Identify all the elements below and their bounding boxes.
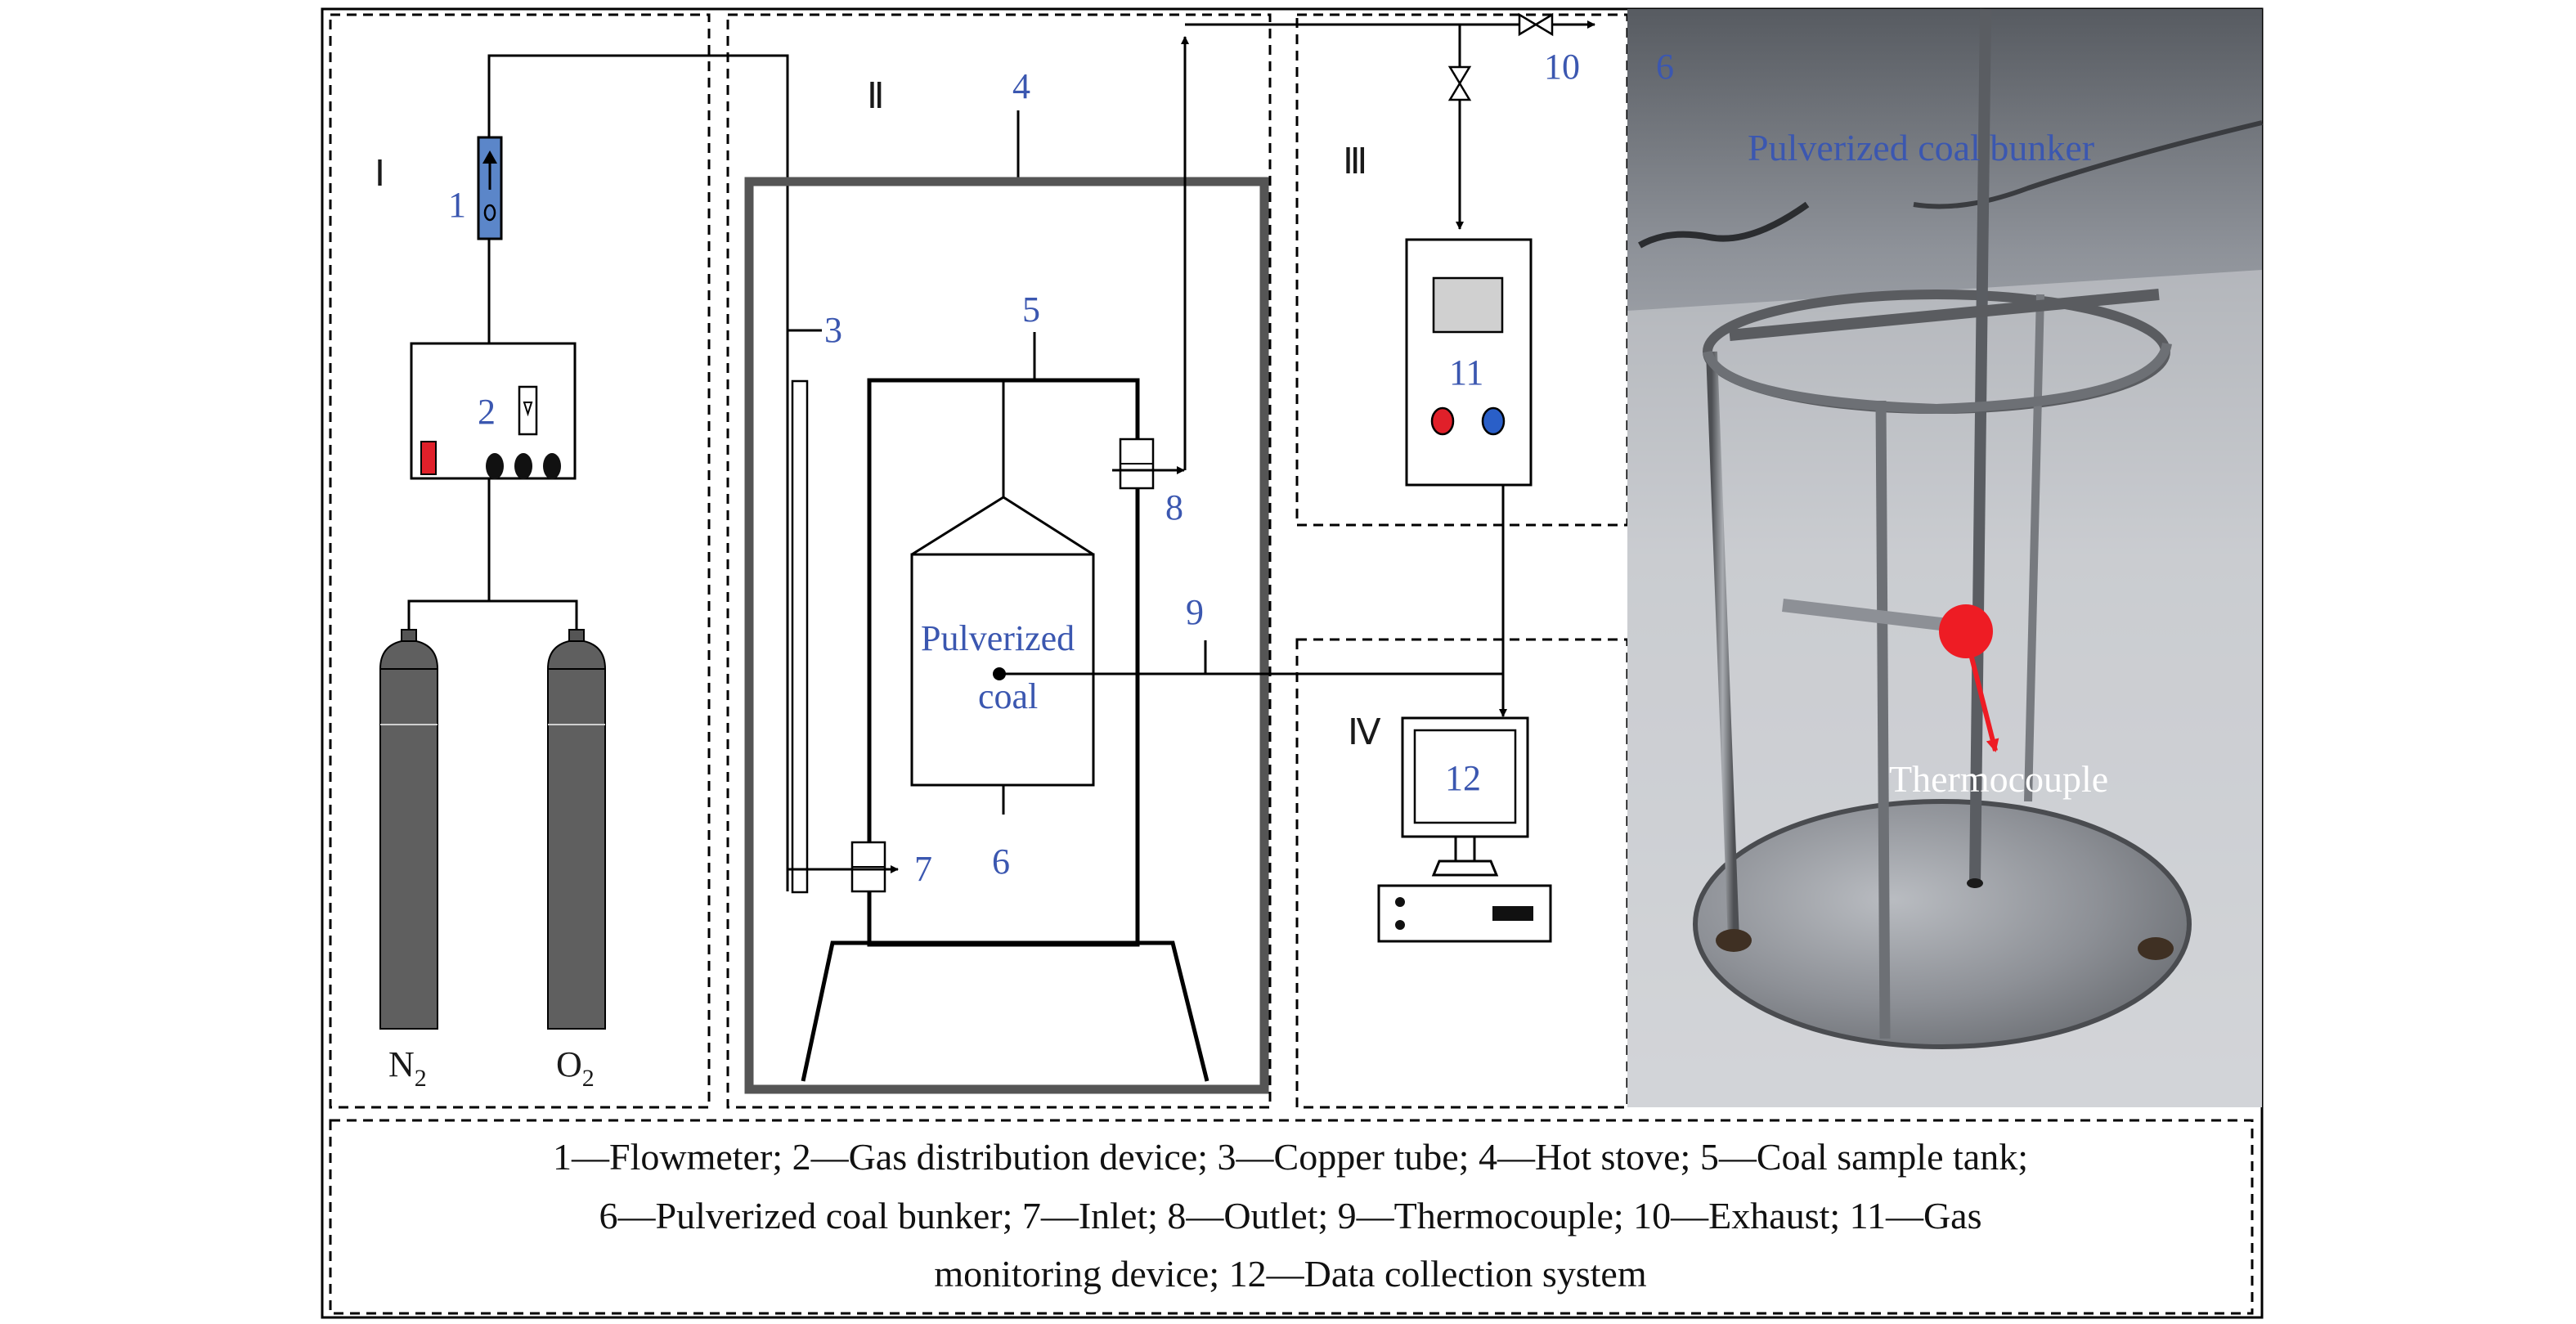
data-collection-computer: [1377, 716, 1552, 943]
outlet-8: [1112, 438, 1185, 490]
copper-tube: [791, 379, 809, 894]
photo-label-6: 6: [1656, 47, 1674, 87]
label-1: 1: [448, 185, 466, 225]
gas-monitoring-device: [1405, 238, 1533, 487]
caption-box: [329, 1119, 2254, 1315]
label-11: 11: [1449, 352, 1483, 393]
cylinder-manifold: [407, 599, 578, 630]
monitor-valve: [1447, 65, 1472, 101]
section-i-box: [329, 13, 711, 1109]
section-iii-box: [1295, 13, 1629, 527]
caption-line-2: 6—Pulverized coal bunker; 7—Inlet; 8—Out…: [599, 1195, 1982, 1236]
photo-title: Pulverized coal bunker: [1748, 127, 2094, 168]
section-ii-label: Ⅱ: [867, 76, 885, 116]
n2-cylinder: [379, 629, 439, 1030]
o2-label: O2: [556, 1044, 595, 1092]
label-10: 10: [1544, 47, 1580, 87]
n2-label: N2: [388, 1044, 427, 1092]
hot-stove: [744, 177, 1269, 1094]
label-12: 12: [1445, 758, 1481, 798]
section-ii-box: [726, 13, 1272, 1109]
pulverized-coal-bunker: [910, 380, 1095, 815]
section-iii-label: Ⅲ: [1343, 141, 1367, 182]
section-i-label: Ⅰ: [375, 154, 385, 194]
label-8: 8: [1165, 487, 1183, 527]
tank-stand: [801, 940, 1209, 1082]
tank-text-line2: coal: [978, 676, 1038, 716]
o2-cylinder: [546, 629, 607, 1030]
exhaust-valve-10: [1518, 12, 1554, 37]
label-9: 9: [1186, 592, 1204, 632]
label-2: 2: [478, 392, 496, 432]
gas-supply-pipe: [487, 54, 789, 891]
bunker-photo: [1627, 8, 2263, 1107]
label-3: 3: [824, 310, 842, 350]
tank-text-line1: Pulverized: [921, 618, 1075, 658]
thermocouple-label: Thermocouple: [1889, 758, 2108, 800]
caption-line-3: monitoring device; 12—Data collection sy…: [934, 1253, 1646, 1295]
caption-line-1: 1—Flowmeter; 2—Gas distribution device; …: [553, 1136, 2028, 1178]
section-iv-label: Ⅳ: [1348, 712, 1381, 752]
flowmeter: [477, 136, 503, 240]
label-7: 7: [914, 849, 932, 889]
label-4: 4: [1012, 66, 1030, 106]
gas-distribution-device: [410, 342, 577, 480]
inlet-7: [788, 841, 899, 893]
label-5: 5: [1022, 289, 1040, 330]
label-6: 6: [992, 842, 1010, 882]
